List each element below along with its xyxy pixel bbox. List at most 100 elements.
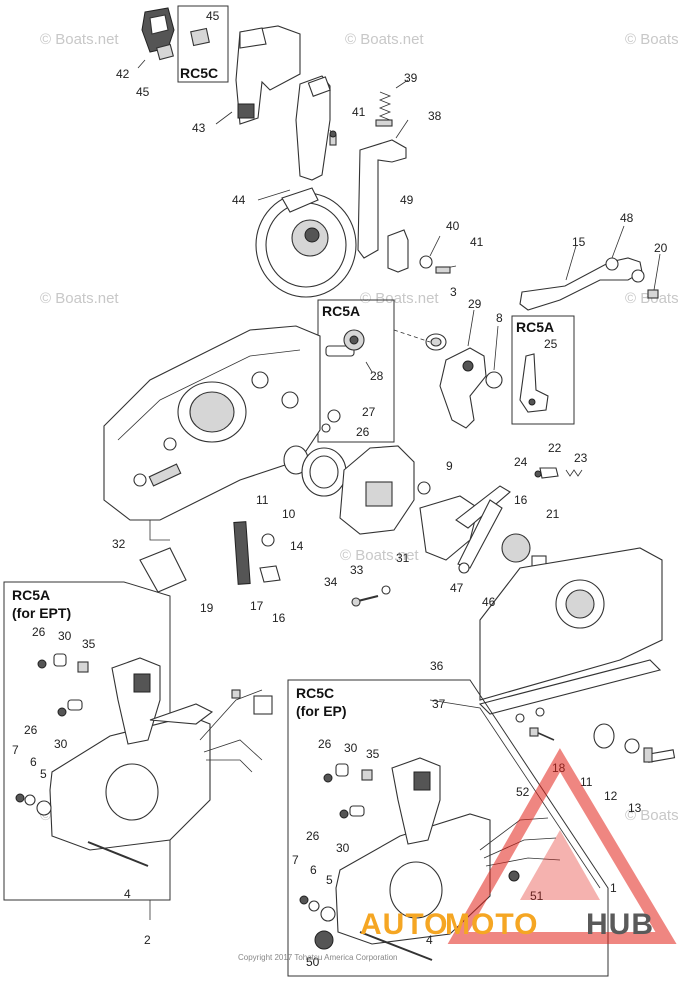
rc5c-top-box [177, 5, 229, 83]
rc5c-ep-label-1: RC5C [296, 685, 334, 701]
callout-21: 21 [546, 507, 560, 521]
callout-43: 43 [192, 121, 206, 135]
callout-23: 23 [574, 451, 588, 465]
callout-30: 30 [54, 737, 68, 751]
callout-10: 10 [282, 507, 296, 521]
callout-42: 42 [116, 67, 130, 81]
handle-assembly: RC5C [137, 5, 457, 298]
callout-29: 29 [468, 297, 482, 311]
callout-31: 31 [396, 551, 410, 565]
callout-45: 45 [136, 85, 150, 99]
callout-8: 8 [496, 311, 503, 325]
callout-34: 34 [324, 575, 338, 589]
callout-38: 38 [428, 109, 442, 123]
side-cover [478, 547, 663, 723]
callout-2: 2 [144, 933, 151, 947]
callout-6: 6 [30, 755, 37, 769]
rc5a-right-parts [519, 353, 549, 413]
callout-16: 16 [514, 493, 528, 507]
main-housing [103, 325, 321, 541]
throttle-arm [519, 225, 661, 311]
copyright-text: Copyright 2017 Tohatsu America Corporati… [238, 953, 398, 962]
callout-20: 20 [654, 241, 668, 255]
callout-40: 40 [446, 219, 460, 233]
callout-45: 45 [206, 9, 220, 23]
callout-16: 16 [272, 611, 286, 625]
rc5c-top-label: RC5C [180, 65, 218, 81]
callout-26: 26 [32, 625, 46, 639]
callout-41: 41 [470, 235, 484, 249]
brand-moto: MOTO [445, 908, 538, 941]
watermark: © Boats.net [625, 31, 678, 48]
callout-15: 15 [572, 235, 586, 249]
callout-48: 48 [620, 211, 634, 225]
callout-37: 37 [432, 697, 446, 711]
brand-watermark: AUTO MOTO HUB [360, 748, 677, 944]
callout-41: 41 [352, 105, 366, 119]
upper-shift-parts [393, 309, 503, 429]
callout-14: 14 [290, 539, 304, 553]
callout-7: 7 [292, 853, 299, 867]
callout-17: 17 [250, 599, 264, 613]
rc5a-ept-control [15, 653, 273, 920]
callout-52: 52 [516, 785, 530, 799]
callout-6: 6 [310, 863, 317, 877]
callout-11: 11 [256, 493, 269, 507]
callout-12: 12 [604, 789, 618, 803]
callout-3: 3 [450, 285, 457, 299]
callout-11: 11 [580, 775, 593, 789]
callout-35: 35 [82, 637, 96, 651]
watermark: © Boats.net [345, 31, 424, 48]
callout-36: 36 [430, 659, 444, 673]
callout-26: 26 [306, 829, 320, 843]
lower-right-hardware [529, 723, 676, 763]
callout-44: 44 [232, 193, 246, 207]
brand-hub: HUB [586, 908, 654, 941]
callout-49: 49 [400, 193, 414, 207]
callout-22: 22 [548, 441, 562, 455]
callout-9: 9 [446, 459, 453, 473]
callout-26: 26 [356, 425, 370, 439]
gear-assembly [139, 445, 415, 593]
callout-30: 30 [344, 741, 358, 755]
callout-50: 50 [306, 955, 320, 969]
callout-25: 25 [544, 337, 558, 351]
rc5a-ept-label-2: (for EPT) [12, 605, 71, 621]
callout-47: 47 [450, 581, 464, 595]
rc5c-ep-label-2: (for EP) [296, 703, 347, 719]
brand-auto: AUTO [360, 908, 448, 941]
callout-26: 26 [318, 737, 332, 751]
callout-1: 1 [610, 881, 617, 895]
watermark: © Boats.net [360, 290, 439, 307]
callout-7: 7 [12, 743, 19, 757]
rc5a-ept-label-1: RC5A [12, 587, 50, 603]
callout-5: 5 [40, 767, 47, 781]
watermark: © Boats.net [40, 290, 119, 307]
callout-46: 46 [482, 595, 496, 609]
callout-13: 13 [628, 801, 642, 815]
callout-33: 33 [350, 563, 364, 577]
rc5a-right-box [511, 315, 575, 425]
watermark: © Boats.net [625, 807, 678, 824]
callout-4: 4 [124, 887, 131, 901]
watermark: © Boats.net [340, 547, 419, 564]
callout-39: 39 [404, 71, 418, 85]
shift-link-assembly [417, 467, 583, 577]
callouts: 45 42 45 43 44 39 41 38 49 40 41 48 15 2… [12, 9, 668, 969]
callout-5: 5 [326, 873, 333, 887]
watermark: © Boats.net [40, 31, 119, 48]
callout-30: 30 [336, 841, 350, 855]
rc5a-right-label: RC5A [516, 319, 554, 335]
callout-32: 32 [112, 537, 126, 551]
callout-27: 27 [362, 405, 376, 419]
rc5c-ep-control [299, 757, 561, 961]
callout-35: 35 [366, 747, 380, 761]
callout-28: 28 [370, 369, 384, 383]
callout-19: 19 [200, 601, 214, 615]
callout-26: 26 [24, 723, 38, 737]
callout-51: 51 [530, 889, 544, 903]
callout-24: 24 [514, 455, 528, 469]
bolt-34 [351, 585, 391, 607]
brand-triangle-icon [447, 748, 677, 944]
